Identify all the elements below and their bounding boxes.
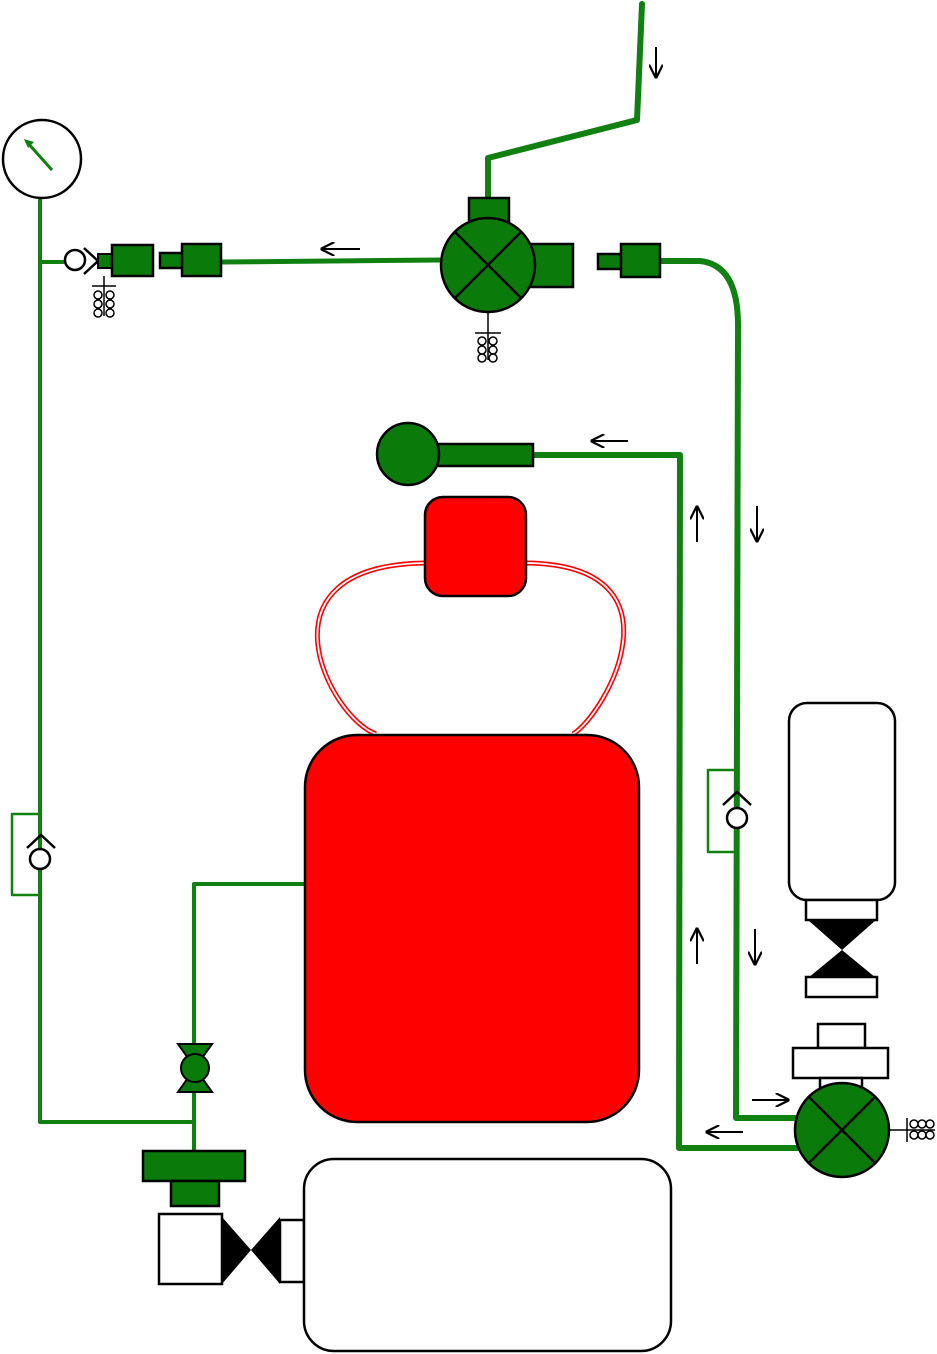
tank-neck bbox=[278, 1218, 306, 1284]
check-valve-icon bbox=[63, 248, 87, 272]
large-red-bladder bbox=[303, 733, 641, 1124]
check-valve-icon bbox=[28, 847, 52, 871]
right-bypass bbox=[706, 768, 738, 854]
pipes bbox=[10, 1, 801, 1152]
check-valve-seat bbox=[722, 790, 752, 806]
valve-top-cap bbox=[816, 1022, 867, 1050]
left-gauge-line bbox=[38, 198, 67, 264]
valve-top-body bbox=[791, 1046, 890, 1080]
squeeze-bulb bbox=[375, 421, 535, 487]
bag-tube-left bbox=[314, 560, 427, 737]
right-mid-check-valve bbox=[722, 790, 752, 830]
left-bypass bbox=[10, 812, 42, 897]
tank-left-block bbox=[157, 1212, 224, 1286]
left-connector-2-nipple bbox=[158, 251, 186, 270]
return-pipe bbox=[529, 452, 801, 1151]
tank-valve-icon bbox=[222, 1217, 251, 1284]
pressure-gauge bbox=[1, 118, 83, 200]
right-bottle bbox=[787, 701, 897, 902]
bottom-left-fitting bbox=[141, 1149, 306, 1286]
small-red-bladder bbox=[423, 495, 528, 598]
bottom-tank bbox=[302, 1157, 673, 1353]
gauge-needle bbox=[24, 139, 54, 172]
right-connector-nipple bbox=[596, 252, 624, 271]
right-supply-pipe bbox=[657, 258, 801, 1121]
right-connector bbox=[619, 242, 662, 279]
right-bottle-assembly bbox=[787, 701, 897, 999]
inlet-pipe bbox=[485, 1, 645, 203]
check-valve-icon bbox=[725, 806, 749, 830]
bottom-right-valve bbox=[791, 1022, 935, 1179]
spring-icon bbox=[93, 290, 115, 318]
top-main-valve bbox=[439, 196, 575, 363]
gauge-needle-tip bbox=[24, 139, 34, 148]
left-connector-2 bbox=[180, 242, 223, 278]
red-bag-assembly bbox=[303, 495, 641, 1124]
valve-right-port bbox=[528, 242, 575, 289]
check-valve-seat bbox=[26, 833, 56, 849]
spring-icon bbox=[477, 336, 498, 363]
left-vertical-line bbox=[38, 260, 196, 1124]
bulb-ball bbox=[375, 421, 441, 487]
bottle-base bbox=[804, 975, 879, 999]
fitting-body bbox=[169, 1179, 221, 1208]
bag-line bbox=[192, 882, 307, 1152]
fitting-cap bbox=[141, 1149, 247, 1183]
top-left-pipe bbox=[218, 257, 445, 265]
bottle-valve-icon bbox=[808, 920, 876, 950]
left-connector-1 bbox=[110, 243, 155, 278]
flow-arrows bbox=[322, 47, 788, 1132]
spring-icon bbox=[909, 1119, 935, 1140]
bottle-collar bbox=[804, 898, 879, 922]
small-needle-valve bbox=[176, 1043, 214, 1093]
bulb-neck bbox=[430, 442, 535, 468]
left-mid-check-valve bbox=[26, 833, 56, 871]
left-fitting-a bbox=[97, 253, 113, 269]
